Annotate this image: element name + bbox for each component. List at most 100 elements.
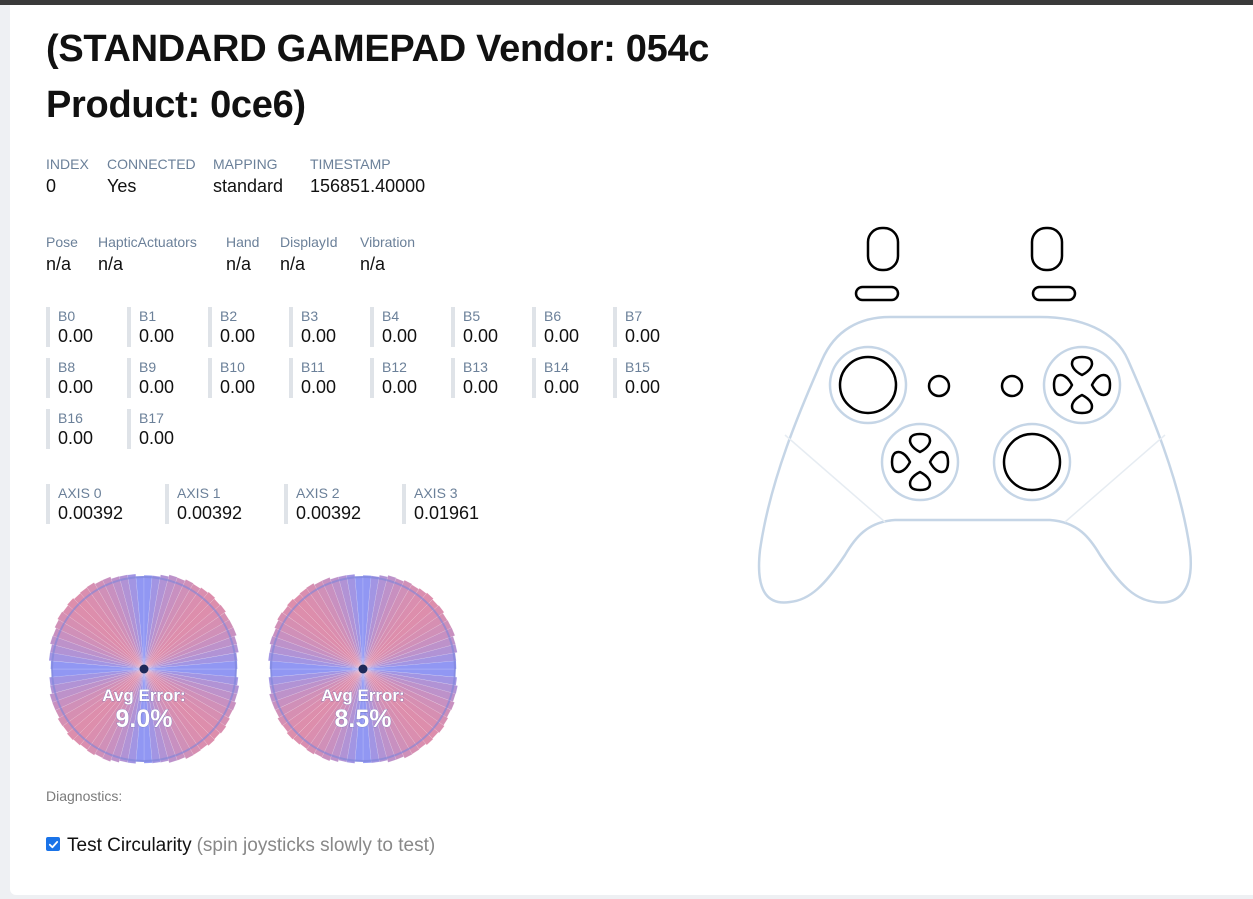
button-value: 0.00	[382, 326, 418, 346]
dial-wedge	[321, 668, 364, 762]
axis-label: AXIS 1	[177, 485, 221, 501]
dial-wedge	[362, 668, 445, 734]
button-value: 0.00	[544, 377, 580, 397]
dpad-housing	[880, 422, 960, 502]
button-label: B6	[544, 308, 562, 324]
test-circularity-label: Test Circularity	[67, 835, 192, 856]
axis-label: AXIS 0	[58, 485, 102, 501]
dial-wedge	[274, 668, 364, 718]
button-label: B3	[301, 308, 319, 324]
dial-wedge	[362, 660, 457, 670]
controller-diagram	[757, 226, 1193, 604]
dial-wedge	[110, 575, 145, 670]
dial-wedge	[267, 652, 364, 670]
dial-wedge	[143, 668, 186, 761]
left-grip-line	[784, 434, 886, 523]
info-label: MAPPING	[213, 156, 278, 172]
right-trigger-icon[interactable]	[1030, 226, 1064, 272]
dial-wedge	[313, 668, 364, 758]
dial-wedge	[66, 668, 145, 741]
dial-wedge	[321, 577, 364, 670]
info-timestamp: TIMESTAMP 156851.40000	[310, 155, 425, 199]
dial-wedge	[80, 668, 145, 751]
dial-wedge	[143, 575, 161, 670]
info-label: CONNECTED	[107, 156, 196, 172]
info-vibration: Vibration n/a	[360, 233, 415, 277]
dial-wedge	[143, 574, 153, 670]
circularity-dial-left: Avg Error: 9.0%	[48, 573, 240, 764]
info-value: n/a	[360, 254, 386, 274]
dial-wedge	[49, 644, 145, 670]
left-bumper-icon[interactable]	[854, 285, 900, 302]
face-buttons-icon[interactable]	[1052, 355, 1112, 415]
button-label: B5	[463, 308, 481, 324]
right-bumper-icon[interactable]	[1031, 285, 1077, 302]
info-value: n/a	[280, 254, 306, 274]
button-label: B4	[382, 308, 400, 324]
dial-wedge	[362, 668, 413, 759]
button-value: 0.00	[58, 377, 94, 397]
dial-wedge	[362, 635, 456, 670]
dial-wedge	[49, 668, 145, 694]
button-value: 0.00	[625, 326, 661, 346]
stick-position-dot	[358, 664, 368, 674]
info-haptic-actuators: HapticActuators n/a	[98, 233, 197, 277]
button-value: 0.00	[301, 377, 337, 397]
dial-wedge	[268, 668, 364, 686]
dial-wedge	[269, 668, 364, 694]
dial-wedge	[362, 605, 445, 670]
start-button-icon[interactable]	[1000, 374, 1024, 398]
dial-ring	[270, 576, 456, 762]
info-value: Yes	[107, 176, 137, 196]
dial-wedge	[362, 668, 455, 711]
dial-wedge	[143, 668, 161, 764]
left-trigger-icon[interactable]	[866, 226, 900, 272]
info-hand: Hand n/a	[226, 233, 259, 277]
dial-wedge	[299, 668, 364, 750]
dial-wedge	[272, 627, 364, 670]
dial-wedge	[50, 660, 145, 670]
test-circularity-hint: (spin joysticks slowly to test)	[196, 835, 436, 856]
dial-wedge	[143, 668, 239, 686]
right-stick-icon[interactable]	[1002, 432, 1062, 492]
button-cell: B13 0.00	[451, 358, 498, 398]
info-label: INDEX	[46, 156, 89, 172]
dial-wedge	[286, 668, 364, 740]
info-value: 0	[46, 176, 57, 196]
dial-wedge	[362, 574, 388, 670]
button-value: 0.00	[220, 377, 256, 397]
dial-wedge	[49, 668, 145, 686]
circularity-dial-right: Avg Error: 8.5%	[267, 573, 458, 764]
dial-wedge	[143, 660, 238, 670]
dial-wedge	[143, 668, 195, 760]
dpad-icon[interactable]	[890, 432, 950, 492]
info-connected: CONNECTED Yes	[107, 155, 196, 199]
test-circularity-checkbox[interactable]	[46, 837, 60, 851]
left-stick-icon[interactable]	[838, 355, 898, 415]
dial-wedge	[127, 573, 145, 670]
dial-wedge	[118, 574, 145, 670]
button-value: 0.00	[139, 428, 175, 448]
info-mapping: MAPPING standard	[213, 155, 283, 199]
dial-wedge	[143, 587, 209, 670]
button-value: 0.00	[301, 326, 337, 346]
dial-wedge	[143, 652, 238, 670]
button-cell: B3 0.00	[289, 307, 336, 347]
button-label: B13	[463, 359, 488, 375]
button-value: 0.00	[463, 377, 499, 397]
dial-wedge	[143, 574, 178, 670]
button-value: 0.00	[625, 377, 661, 397]
button-label: B2	[220, 308, 238, 324]
info-index: INDEX 0	[46, 155, 89, 199]
button-label: B10	[220, 359, 245, 375]
axis-value: 0.01961	[414, 503, 480, 523]
select-button-icon[interactable]	[927, 374, 951, 398]
test-circularity-option[interactable]: Test Circularity (spin joysticks slowly …	[46, 835, 435, 857]
button-cell: B10 0.00	[208, 358, 255, 398]
right-stick-housing	[992, 422, 1072, 502]
